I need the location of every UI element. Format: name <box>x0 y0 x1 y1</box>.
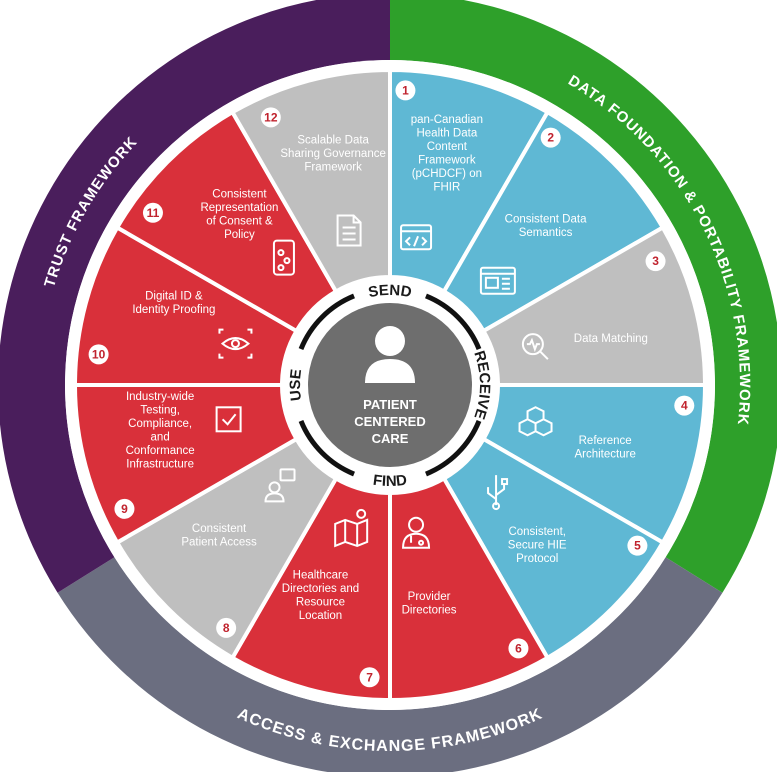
inner-ring-arc <box>298 420 355 477</box>
phone-network-icon <box>272 239 295 276</box>
framework-band-trust <box>0 0 390 593</box>
user-chat-icon <box>264 468 296 503</box>
inner-ring-arc <box>298 293 355 350</box>
doctor-icon <box>402 516 431 549</box>
segment-number: 2 <box>547 131 554 145</box>
center-text-1: PATIENT <box>363 397 417 412</box>
segment-number-badge: 1 <box>395 80 416 101</box>
segment-number: 1 <box>402 83 409 97</box>
checkbox-icon <box>215 406 242 433</box>
ring-word-find: FIND <box>372 472 408 490</box>
segment-number-badge: 9 <box>114 498 135 519</box>
segment-number-badge: 10 <box>88 344 109 365</box>
document-icon <box>336 214 362 247</box>
segment-number: 8 <box>223 621 230 635</box>
ring-word-use: USE <box>287 368 305 402</box>
segment-number-badge: 6 <box>508 638 529 659</box>
segment-number: 5 <box>634 539 641 553</box>
framework-band-access-exchange <box>57 557 723 772</box>
ring-word-receive: RECEIVE <box>470 349 493 422</box>
browser-image-icon <box>479 266 516 295</box>
cubes-icon <box>518 406 553 437</box>
segment-number-badge: 12 <box>260 107 281 128</box>
usb-icon <box>487 475 509 511</box>
segment-number-badge: 2 <box>540 127 561 148</box>
eye-scan-icon <box>218 328 253 359</box>
map-pin-icon <box>334 508 369 548</box>
magnifier-pulse-icon <box>521 333 549 360</box>
center-patient-care: PATIENT CENTERED CARE <box>308 303 472 467</box>
inner-ring-arc <box>425 420 482 477</box>
segment-number-badge: 7 <box>359 667 380 688</box>
segment-number: 12 <box>264 110 278 124</box>
segment-number: 11 <box>147 206 160 220</box>
segment-number: 3 <box>652 254 659 268</box>
segment-number-badge: 11 <box>142 202 163 223</box>
center-text-2: CENTERED <box>354 414 426 429</box>
center-text-3: CARE <box>372 431 409 446</box>
ring-word-send: SEND <box>367 282 413 301</box>
segment-number: 10 <box>92 347 106 361</box>
framework-band-data-foundation <box>390 0 777 593</box>
code-window-icon <box>400 224 433 251</box>
inner-ring-arc <box>425 293 482 350</box>
segment-number: 6 <box>515 641 522 655</box>
segment-number-badge: 5 <box>627 535 648 556</box>
segment-number: 7 <box>366 670 373 684</box>
segment-number-badge: 3 <box>645 251 666 272</box>
segment-number: 9 <box>121 502 128 516</box>
segment-label: Data Matching <box>574 333 648 345</box>
segment-number: 4 <box>681 399 688 413</box>
segment-number-badge: 8 <box>216 617 237 638</box>
segment-label: Digital ID &Identity Proofing <box>132 291 215 317</box>
segment-number-badge: 4 <box>674 395 695 416</box>
person-icon <box>365 326 415 383</box>
